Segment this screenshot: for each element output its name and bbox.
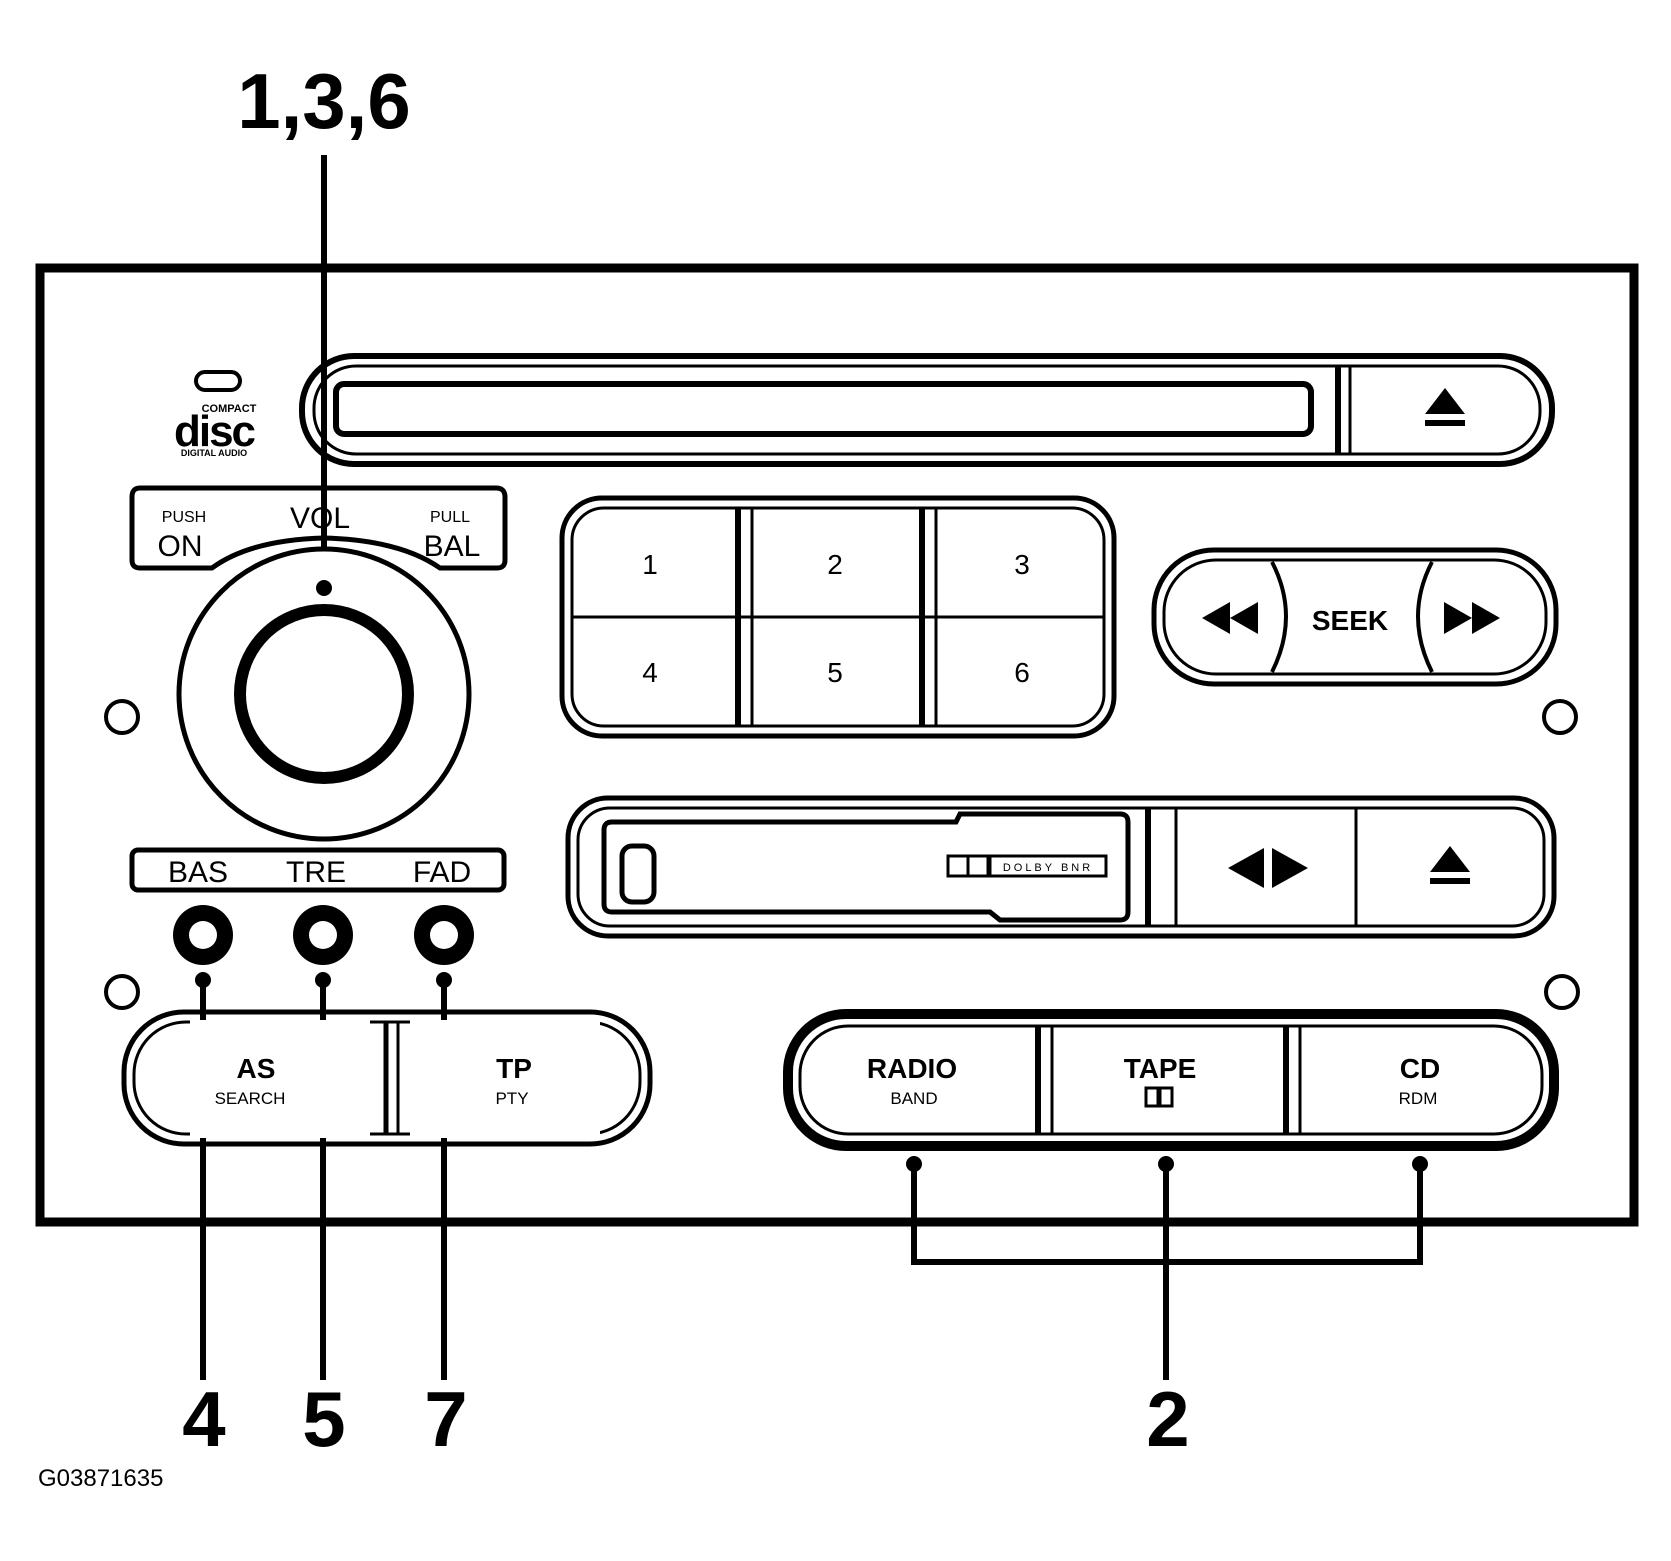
- tape-eject-button[interactable]: [1360, 812, 1540, 922]
- logo-compact: COMPACT: [202, 403, 257, 415]
- dolby-label: DOLBY BNR: [1003, 862, 1093, 874]
- preset-label: 4: [642, 657, 658, 688]
- preset-button-6[interactable]: 6: [1014, 657, 1030, 688]
- bass-knob[interactable]: [173, 905, 233, 965]
- dolby-logo: DOLBY BNR: [946, 854, 1108, 878]
- disc-logo-icon: [194, 370, 242, 392]
- volume-knob[interactable]: [176, 546, 472, 842]
- tape-direction-icon: [1228, 848, 1264, 888]
- eject-icon: [1430, 846, 1470, 872]
- tre-label: TRE: [286, 856, 346, 889]
- cd-slot-panel: [299, 353, 1555, 467]
- callout-source-buttons: 2: [1146, 1375, 1189, 1463]
- treble-knob[interactable]: [293, 905, 353, 965]
- cd-label: CD: [1400, 1053, 1440, 1084]
- dolby-icon: [1144, 1086, 1174, 1108]
- eject-icon: [1425, 388, 1465, 414]
- preset-label: 1: [642, 549, 658, 580]
- bas-label: BAS: [168, 856, 228, 889]
- radio-band-button[interactable]: RADIO BAND: [867, 1053, 957, 1108]
- pty-label: PTY: [495, 1089, 528, 1108]
- preset-button-4[interactable]: 4: [642, 657, 658, 688]
- fast-forward-icon: [1472, 602, 1500, 634]
- preset-button-1[interactable]: 1: [642, 549, 658, 580]
- cassette-slot[interactable]: [601, 811, 1131, 923]
- rewind-icon: [1202, 602, 1230, 634]
- callout-bass: 4: [182, 1375, 225, 1463]
- seek-rocker: SEEK: [1151, 547, 1559, 687]
- cd-slot[interactable]: [333, 381, 1314, 437]
- mounting-hole: [1544, 974, 1580, 1010]
- band-label: BAND: [890, 1089, 937, 1108]
- mounting-hole: [104, 974, 140, 1010]
- volume-label-box: PUSH ON VOL PULL BAL: [129, 485, 508, 571]
- logo-disc: disc: [174, 407, 256, 456]
- tape-direction-button[interactable]: [1180, 812, 1352, 922]
- tp-pty-button[interactable]: TP PTY: [495, 1053, 531, 1108]
- search-label: SEARCH: [215, 1089, 286, 1108]
- on-label: ON: [158, 530, 203, 563]
- logo-digital-audio: DIGITAL AUDIO: [181, 448, 247, 458]
- tape-label: TAPE: [1124, 1053, 1197, 1084]
- pull-label: PULL: [430, 509, 470, 526]
- preset-label: 3: [1014, 549, 1030, 580]
- as-tp-button-panel: AS SEARCH TP PTY: [121, 1009, 653, 1147]
- mounting-hole: [104, 699, 140, 735]
- cd-eject-button[interactable]: [1352, 368, 1538, 452]
- cassette-panel: DOLBY BNR: [565, 795, 1557, 939]
- radio-label: RADIO: [867, 1053, 957, 1084]
- preset-button-3[interactable]: 3: [1014, 549, 1030, 580]
- preset-button-2[interactable]: 2: [827, 549, 843, 580]
- seek-back-button[interactable]: [1202, 602, 1258, 634]
- callout-volume-knob: 1,3,6: [237, 57, 410, 145]
- seek-forward-button[interactable]: [1444, 602, 1500, 634]
- tape-button[interactable]: TAPE: [1124, 1053, 1197, 1108]
- seek-label: SEEK: [1312, 605, 1388, 636]
- preset-button-5[interactable]: 5: [827, 657, 843, 688]
- preset-label: 6: [1014, 657, 1030, 688]
- compact-disc-logo: COMPACT disc DIGITAL AUDIO: [174, 370, 258, 458]
- tp-label: TP: [496, 1053, 532, 1084]
- figure-id: G03871635: [38, 1465, 163, 1492]
- fad-label: FAD: [413, 856, 471, 889]
- mounting-hole: [1542, 699, 1578, 735]
- rdm-label: RDM: [1399, 1089, 1438, 1108]
- as-label: AS: [237, 1053, 276, 1084]
- callout-fade: 7: [424, 1375, 467, 1463]
- fade-knob[interactable]: [414, 905, 474, 965]
- faceplate-outline: [35, 263, 1639, 1227]
- bal-label: BAL: [424, 530, 481, 563]
- push-label: PUSH: [162, 509, 206, 526]
- preset-button-grid: 1 2 3 4 5 6: [559, 495, 1117, 739]
- source-button-panel: RADIO BAND TAPE CD RDM: [783, 1009, 1559, 1151]
- as-search-button[interactable]: AS SEARCH: [215, 1053, 286, 1108]
- tone-label-box: BAS TRE FAD: [129, 847, 507, 893]
- callout-treble: 5: [302, 1375, 345, 1463]
- preset-label: 2: [827, 549, 843, 580]
- preset-label: 5: [827, 657, 843, 688]
- vol-label: VOL: [290, 502, 350, 535]
- cd-rdm-button[interactable]: CD RDM: [1399, 1053, 1441, 1108]
